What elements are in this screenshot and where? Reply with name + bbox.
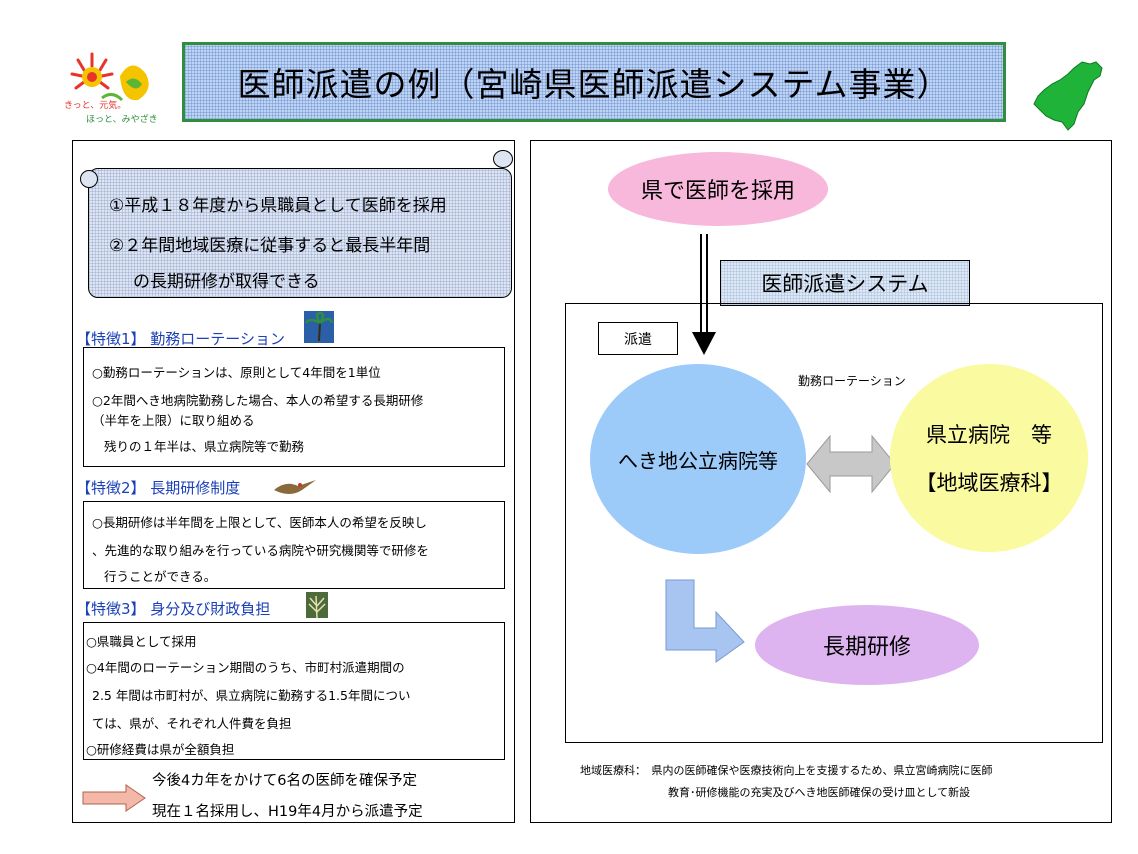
dispatch-label-box: 派遣 bbox=[598, 322, 678, 355]
feature-2-title: 【特徴2】 長期研修制度 bbox=[76, 479, 241, 497]
note-line-1: 今後4カ年をかけて6名の医師を確保予定 bbox=[152, 773, 417, 789]
scroll-line-3: の長期研修が取得できる bbox=[133, 272, 320, 292]
palm-tree-icon bbox=[304, 311, 334, 343]
logo-text-2: ほっと、みやざき bbox=[86, 115, 158, 125]
miyazaki-map-icon bbox=[1030, 60, 1106, 132]
feature-2-box: ○長期研修は半年間を上限として、医師本人の希望を反映し 、先進的な取り組みを行っ… bbox=[83, 501, 505, 589]
rotation-label: 勤務ローテーション bbox=[798, 374, 906, 388]
training-label: 長期研修 bbox=[822, 635, 911, 660]
feature-3-line-1: ○県職員として採用 bbox=[86, 634, 197, 649]
feature-1-title: 【特徴1】 勤務ローテーション bbox=[76, 330, 286, 348]
feature-3-line-2: ○4年間のローテーション期間のうち、市町村派遣期間の bbox=[86, 660, 405, 675]
dispatch-label: 派遣 bbox=[624, 331, 652, 348]
feature-2-line-3: 行うことができる。 bbox=[104, 569, 217, 584]
down-arrow bbox=[690, 234, 718, 356]
bird-icon bbox=[272, 476, 318, 498]
feature-1-box: ○勤務ローテーションは、原則として4年間を1単位 ○2年間へき地病院勤務した場合… bbox=[83, 347, 505, 467]
logo-graphic bbox=[70, 52, 149, 102]
system-box bbox=[565, 303, 1103, 743]
feature-1-line-1: ○勤務ローテーションは、原則として4年間を1単位 bbox=[92, 365, 381, 380]
footer-line-2: 教育･研修機能の充実及びへき地医師確保の受け皿として新設 bbox=[668, 786, 971, 799]
title-banner: 医師派遣の例（宮崎県医師派遣システム事業） bbox=[182, 42, 1006, 122]
feature-3-line-3: 2.5 年間は市町村が、県立病院に勤務する1.5年間につい bbox=[92, 688, 411, 703]
prefectural-hospital-ellipse: 県立病院 等 【地域医療科】 bbox=[890, 364, 1088, 552]
scroll-curl-right bbox=[493, 150, 513, 168]
prefectural-hospital-label-2: 【地域医療科】 bbox=[915, 471, 1063, 495]
page-title: 医師派遣の例（宮崎県医師派遣システム事業） bbox=[237, 65, 951, 104]
rotation-arrow bbox=[806, 434, 896, 494]
training-arrow bbox=[664, 578, 746, 664]
feature-3-line-5: ○研修経費は県が全額負担 bbox=[86, 742, 235, 757]
feature-1-line-2: ○2年間へき地病院勤務した場合、本人の希望する長期研修 bbox=[92, 393, 424, 408]
footer-line-1: 地域医療科： 県内の医師確保や医療技術向上を支援するため、県立宮崎病院に医師 bbox=[580, 764, 993, 777]
hire-label: 県で医師を採用 bbox=[640, 179, 795, 204]
scroll-line-2: ②２年間地域医療に従事すると最長半年間 bbox=[109, 236, 431, 256]
feature-3-box: ○県職員として採用 ○4年間のローテーション期間のうち、市町村派遣期間の 2.5… bbox=[83, 622, 505, 760]
feature-2-line-1: ○長期研修は半年間を上限として、医師本人の希望を反映し bbox=[92, 515, 427, 530]
feature-3-line-4: ては、県が、それぞれ人件費を負担 bbox=[92, 716, 292, 731]
scroll-banner: ①平成１８年度から県職員として医師を採用 ②２年間地域医療に従事すると最長半年間… bbox=[88, 168, 512, 298]
system-label-box: 医師派遣システム bbox=[720, 260, 970, 306]
system-label: 医師派遣システム bbox=[761, 272, 929, 296]
note-line-2: 現在１名採用し、H19年4月から派遣予定 bbox=[152, 804, 423, 820]
feature-1-line-4: 残りの１年半は、県立病院等で勤務 bbox=[104, 439, 305, 454]
feature-2-line-2: 、先進的な取り組みを行っている病院や研究機関等で研修を bbox=[92, 543, 429, 558]
grass-icon bbox=[306, 592, 328, 619]
hire-ellipse: 県で医師を採用 bbox=[608, 152, 828, 226]
feature-3-title: 【特徴3】 身分及び財政負担 bbox=[76, 600, 271, 618]
scroll-curl-left bbox=[80, 170, 98, 188]
logo: きっと、元気。 ほっと、みやざき bbox=[62, 46, 162, 136]
note-arrow bbox=[82, 784, 146, 812]
logo-text-1: きっと、元気。 bbox=[64, 101, 127, 111]
prefectural-hospital-label-1: 県立病院 等 bbox=[926, 423, 1052, 447]
rural-hospital-label: へき地公立病院等 bbox=[618, 448, 778, 473]
rural-hospital-ellipse: へき地公立病院等 bbox=[590, 364, 806, 554]
feature-1-line-3: （半年を上限）に取り組める bbox=[92, 413, 255, 428]
training-ellipse: 長期研修 bbox=[755, 605, 979, 685]
scroll-line-1: ①平成１８年度から県職員として医師を採用 bbox=[109, 196, 447, 216]
